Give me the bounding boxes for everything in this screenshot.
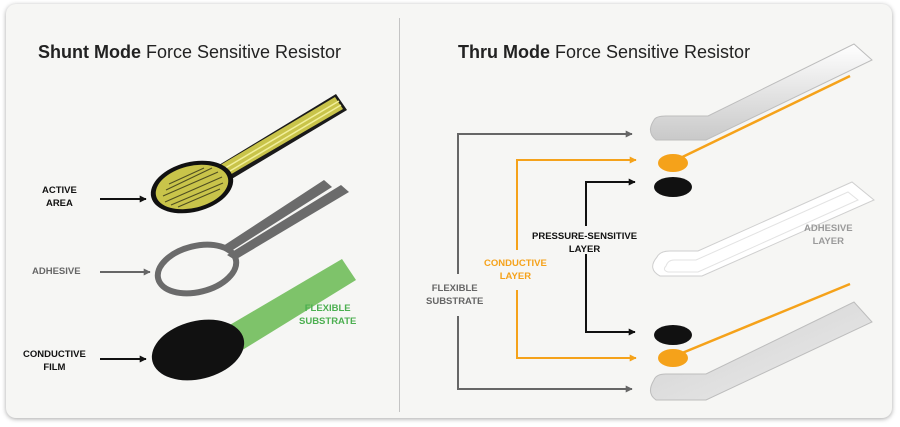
conductive-film-sensor <box>151 259 356 381</box>
top-pressure-disc <box>654 177 692 197</box>
pressure-arrow-bottom <box>585 254 636 336</box>
substrate-arrow-bottom <box>457 316 633 393</box>
substrate-arrow-top <box>457 130 633 274</box>
adhesive-strip <box>652 181 875 277</box>
panel-divider <box>399 18 400 412</box>
conductive-arrow-top <box>516 156 637 250</box>
top-conductive-contact <box>658 74 851 172</box>
top-substrate-strip <box>650 43 873 141</box>
bottom-conductive-contact <box>658 282 851 367</box>
active-area-sensor <box>150 94 347 214</box>
diagram-frame: Shunt Mode Force Sensitive Resistor Thru… <box>6 4 892 418</box>
adhesive-label: ADHESIVE <box>32 266 81 277</box>
adhesive-layer <box>154 180 349 297</box>
bottom-substrate-strip <box>650 301 873 401</box>
diagram-artwork <box>100 43 875 401</box>
thru-mode-title: Thru Mode Force Sensitive Resistor <box>458 42 751 62</box>
conductive-arrow-bottom <box>516 290 637 362</box>
pressure-arrow-top <box>585 178 636 226</box>
bottom-pressure-disc <box>654 325 692 345</box>
shunt-mode-title: Shunt Mode Force Sensitive Resistor <box>38 42 342 62</box>
